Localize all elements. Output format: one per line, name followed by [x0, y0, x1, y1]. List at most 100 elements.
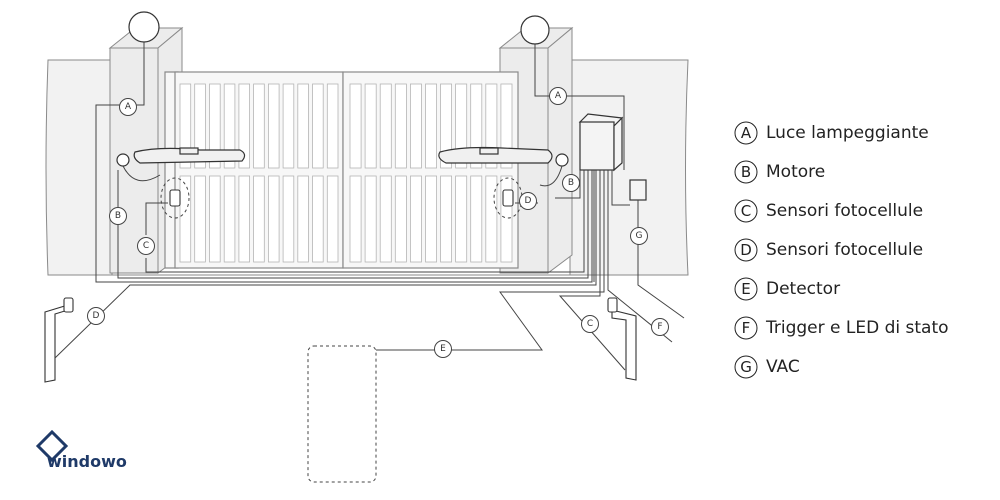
legend-letter: E — [741, 280, 750, 298]
gate-slat — [253, 175, 265, 263]
gate-slat — [179, 83, 192, 169]
gate-slat — [238, 175, 250, 263]
legend-letter-circle — [734, 160, 758, 184]
detector-loop — [307, 345, 377, 483]
gate-slat — [223, 83, 236, 169]
gate-slat — [364, 175, 377, 263]
gate-slat — [326, 175, 339, 263]
gate-slat — [409, 175, 422, 263]
gate-slat — [349, 175, 362, 263]
legend-label: VAC — [766, 357, 800, 377]
logo-diamond-icon — [35, 429, 69, 463]
tag-f: F — [651, 318, 669, 336]
gate-slat — [312, 175, 324, 263]
gate-slat — [394, 175, 407, 263]
gate-slat — [425, 83, 438, 169]
gate-slat — [409, 83, 422, 169]
gate-slat — [455, 83, 468, 169]
gate-slat — [312, 83, 324, 169]
gate-slat — [238, 83, 250, 169]
gate-slat — [297, 175, 309, 263]
svg-text:D: D — [525, 196, 532, 206]
tag-b-right: B — [562, 174, 580, 192]
gate-slat — [394, 83, 407, 169]
svg-text:F: F — [657, 322, 662, 332]
gate-slat — [282, 175, 295, 263]
flashing-lamp-right — [520, 15, 550, 45]
svg-text:G: G — [636, 231, 643, 241]
tag-g: G — [630, 227, 648, 245]
gate-slat — [209, 175, 221, 263]
svg-text:B: B — [115, 211, 121, 221]
gate-slat — [267, 83, 280, 169]
gate-slat — [500, 83, 513, 169]
brand-logo: windowo — [35, 429, 127, 471]
gate-slat — [297, 83, 309, 169]
gate-leaf-right — [342, 71, 519, 269]
gate-slat — [364, 83, 377, 169]
gate-slat — [326, 83, 339, 169]
gate-slat — [209, 83, 221, 169]
gate-slat — [440, 175, 453, 263]
gate-slat — [267, 175, 280, 263]
control-box — [578, 113, 624, 172]
legend-letter: G — [740, 358, 752, 376]
legend-label: Luce lampeggiante — [766, 123, 929, 143]
svg-text:B: B — [568, 178, 574, 188]
legend-letter-circle — [734, 199, 758, 223]
gate-slat — [379, 83, 392, 169]
legend-letter: B — [741, 163, 751, 181]
gate-slat — [455, 175, 468, 263]
legend-item-e: E Detector — [734, 277, 840, 301]
legend-letter-circle — [734, 355, 758, 379]
legend-label: Motore — [766, 162, 825, 182]
legend-item-f: F Trigger e LED di stato — [734, 316, 949, 340]
gate-slat — [500, 175, 513, 263]
gate-slat — [282, 83, 295, 169]
gate-slat — [379, 175, 392, 263]
legend-item-d: D Sensori fotocellule — [734, 238, 923, 262]
tag-a-right: A — [549, 87, 567, 105]
photocell-left-on-gate — [160, 177, 190, 219]
svg-text:D: D — [93, 311, 100, 321]
svg-text:A: A — [125, 102, 132, 112]
svg-text:A: A — [555, 91, 562, 101]
tag-b-left: B — [109, 207, 127, 225]
legend-item-c: C Sensori fotocellule — [734, 199, 923, 223]
legend-letter: C — [741, 202, 751, 220]
tag-e: E — [434, 340, 452, 358]
motor-right — [438, 146, 569, 167]
tag-c-right: C — [581, 315, 599, 333]
tag-c-left: C — [137, 237, 155, 255]
gate-slat — [485, 175, 498, 263]
logo-text: windowo — [47, 452, 127, 471]
gate-slat — [470, 175, 483, 263]
gate-slat — [440, 83, 453, 169]
legend-letter-circle — [734, 121, 758, 145]
legend-letter: F — [742, 319, 751, 337]
svg-text:C: C — [587, 319, 593, 329]
gate-slat — [349, 83, 362, 169]
power-socket — [629, 179, 647, 201]
legend-label: Detector — [766, 279, 840, 299]
svg-text:E: E — [440, 344, 446, 354]
svg-text:C: C — [143, 241, 149, 251]
legend-label: Trigger e LED di stato — [765, 318, 949, 338]
flashing-lamp-left — [128, 11, 160, 43]
gate-slat — [425, 175, 438, 263]
legend-item-g: G VAC — [734, 355, 800, 379]
legend-label: Sensori fotocellule — [766, 240, 923, 260]
gate-slat — [253, 83, 265, 169]
legend-letter-circle — [734, 238, 758, 262]
legend-item-b: B Motore — [734, 160, 825, 184]
tag-a-left: A — [119, 98, 137, 116]
legend-letter-circle — [734, 277, 758, 301]
gate-slat — [179, 175, 192, 263]
tag-d-left: D — [87, 307, 105, 325]
legend-label: Sensori fotocellule — [766, 201, 923, 221]
gate-slat — [485, 83, 498, 169]
legend-letter: D — [740, 241, 752, 259]
